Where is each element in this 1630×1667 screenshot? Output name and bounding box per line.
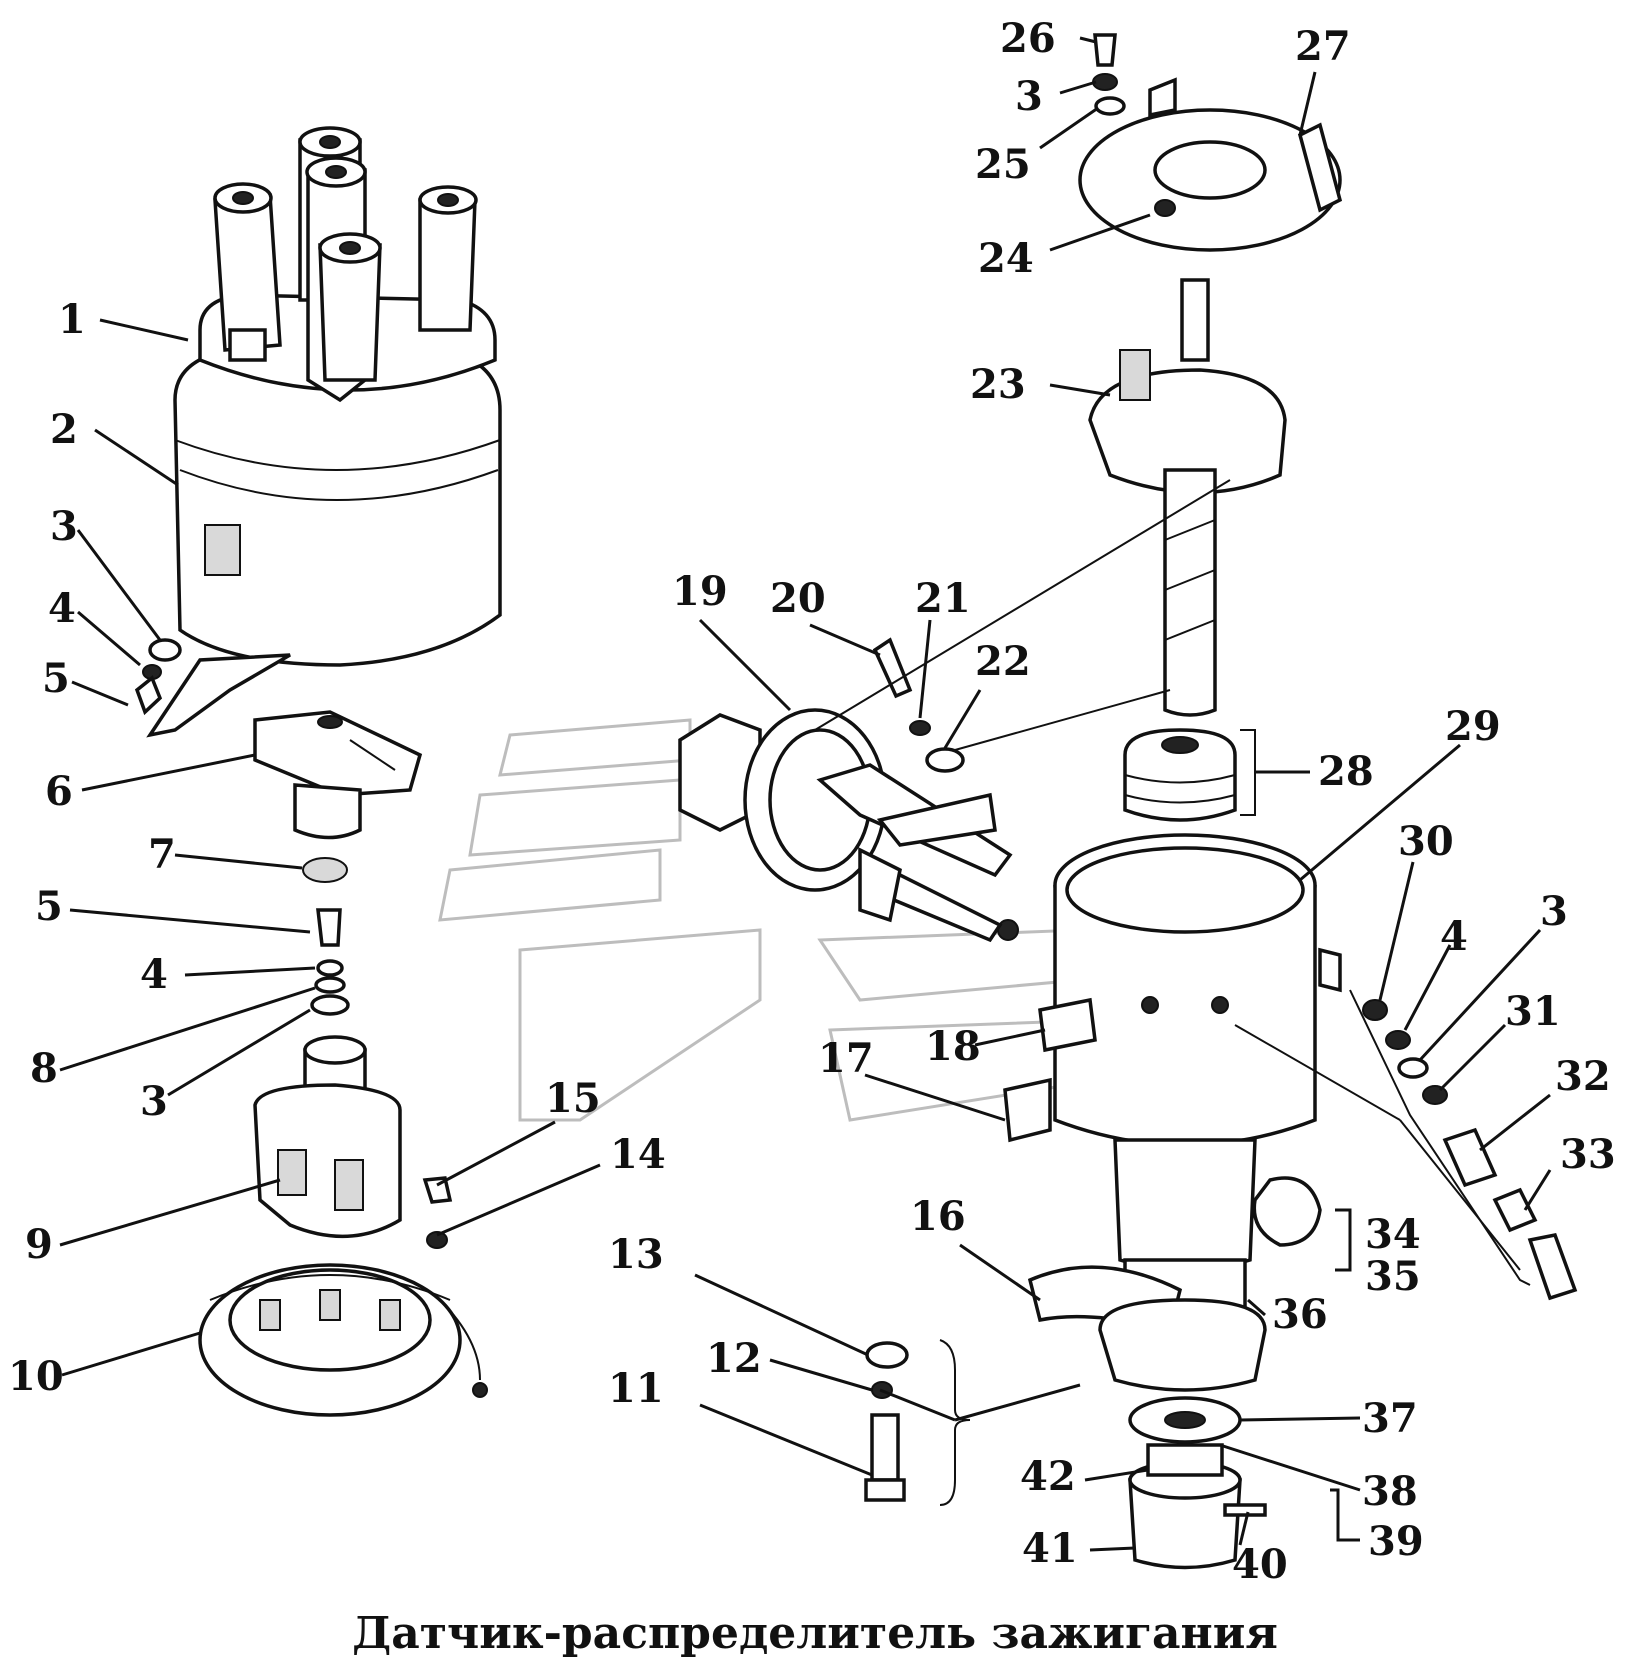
- flat-washer: [865, 1341, 909, 1369]
- assembly-line: [814, 479, 1231, 731]
- callout-28: 28: [1318, 748, 1374, 795]
- screw: [134, 675, 163, 716]
- callout-10: 10: [8, 1353, 64, 1400]
- callout-24: 24: [978, 235, 1034, 282]
- callout-34: 34: [1365, 1211, 1421, 1258]
- callout-4b: 4: [140, 951, 168, 998]
- bracket-brace: [939, 1339, 971, 1506]
- flat-washer: [310, 994, 350, 1016]
- callout-21: 21: [915, 575, 971, 622]
- callout-4: 4: [48, 585, 76, 632]
- screw: [316, 908, 342, 947]
- lock-washer: [909, 720, 931, 736]
- cap-mounting-bracket: [146, 653, 291, 738]
- callout-27: 27: [1295, 23, 1351, 70]
- callout-20: 20: [770, 575, 826, 622]
- rotor-shaft-cam: [253, 1035, 402, 1239]
- assembly-line: [1349, 989, 1531, 1286]
- callout-14: 14: [610, 1131, 666, 1178]
- callout-18: 18: [925, 1023, 981, 1070]
- flat-washer: [1094, 96, 1126, 116]
- flat-washer: [925, 747, 965, 773]
- bolt-head: [864, 1478, 906, 1502]
- callout-2: 2: [50, 406, 78, 453]
- callout-38: 38: [1362, 1468, 1418, 1515]
- callout-35: 35: [1365, 1253, 1421, 1300]
- callout-3c: 3: [1015, 73, 1043, 120]
- drive-bushing-stack: [1027, 1258, 1267, 1570]
- distributor-cap: [173, 126, 502, 667]
- callout-15: 15: [545, 1075, 601, 1122]
- lock-washer: [1385, 1030, 1411, 1050]
- callout-23: 23: [970, 361, 1026, 408]
- callout-5b: 5: [35, 883, 63, 930]
- assembly-line: [1399, 1119, 1521, 1271]
- callout-5: 5: [42, 655, 70, 702]
- assembly-line: [1234, 1024, 1401, 1121]
- callout-39: 39: [1368, 1518, 1424, 1565]
- spring-washer: [314, 976, 346, 994]
- screw: [872, 637, 913, 699]
- terminal-sleeve: [1527, 1232, 1578, 1301]
- callout-1: 1: [58, 296, 86, 343]
- screw: [422, 1176, 453, 1204]
- callout-36: 36: [1272, 1291, 1328, 1338]
- callout-37: 37: [1362, 1395, 1418, 1442]
- callout-3d: 3: [1540, 888, 1568, 935]
- callout-3: 3: [50, 503, 78, 550]
- flat-washer: [1397, 1057, 1429, 1079]
- assembly-line: [954, 689, 1171, 751]
- callout-7: 7: [148, 831, 176, 878]
- callout-4c: 4: [1440, 913, 1468, 960]
- bracket-brace: [1240, 729, 1256, 816]
- base-plate: [1078, 77, 1343, 252]
- lock-washer: [316, 959, 344, 977]
- callout-3b: 3: [140, 1078, 168, 1125]
- callout-41: 41: [1022, 1525, 1078, 1572]
- centrifugal-advance-shaft: [1088, 278, 1287, 717]
- callout-9: 9: [25, 1221, 53, 1268]
- callout-13: 13: [608, 1231, 664, 1278]
- callout-12: 12: [706, 1335, 762, 1382]
- callout-30: 30: [1398, 818, 1454, 865]
- felt-pad: [302, 857, 348, 883]
- callout-40: 40: [1232, 1541, 1288, 1588]
- nut: [1362, 999, 1388, 1021]
- pin: [1223, 1503, 1267, 1517]
- washer: [148, 638, 182, 662]
- terminal: [1492, 1187, 1538, 1233]
- callout-33: 33: [1560, 1131, 1616, 1178]
- callout-26: 26: [1000, 15, 1056, 62]
- callout-29: 29: [1445, 703, 1501, 750]
- callout-19: 19: [672, 568, 728, 615]
- nut: [426, 1231, 448, 1249]
- terminal-block: [1442, 1127, 1498, 1188]
- callout-31: 31: [1505, 988, 1561, 1035]
- callout-6: 6: [45, 768, 73, 815]
- leader-lines: [59, 36, 1552, 1552]
- hall-sensor-stator: [198, 1263, 488, 1417]
- lock-washer: [1092, 73, 1118, 91]
- vacuum-advance-unit: [678, 708, 1019, 943]
- callout-16: 16: [910, 1193, 966, 1240]
- diagram-caption: Датчик-распределитель зажигания: [352, 1608, 1278, 1659]
- callout-labels: 1 2 3 4 5 6 7 5 4 8 3 9 10 11 12 13 14 1…: [8, 15, 1616, 1588]
- bushing-set: [1123, 728, 1237, 822]
- callout-11: 11: [608, 1365, 664, 1412]
- callout-42: 42: [1020, 1453, 1076, 1500]
- callout-25: 25: [975, 141, 1031, 188]
- distributor-housing: [1003, 833, 1342, 1272]
- bolt: [870, 1413, 900, 1482]
- callout-22: 22: [975, 638, 1031, 685]
- callout-8: 8: [30, 1045, 58, 1092]
- screw: [1093, 33, 1117, 67]
- callout-32: 32: [1555, 1053, 1611, 1100]
- callout-17: 17: [818, 1035, 874, 1082]
- rotor: [253, 710, 423, 840]
